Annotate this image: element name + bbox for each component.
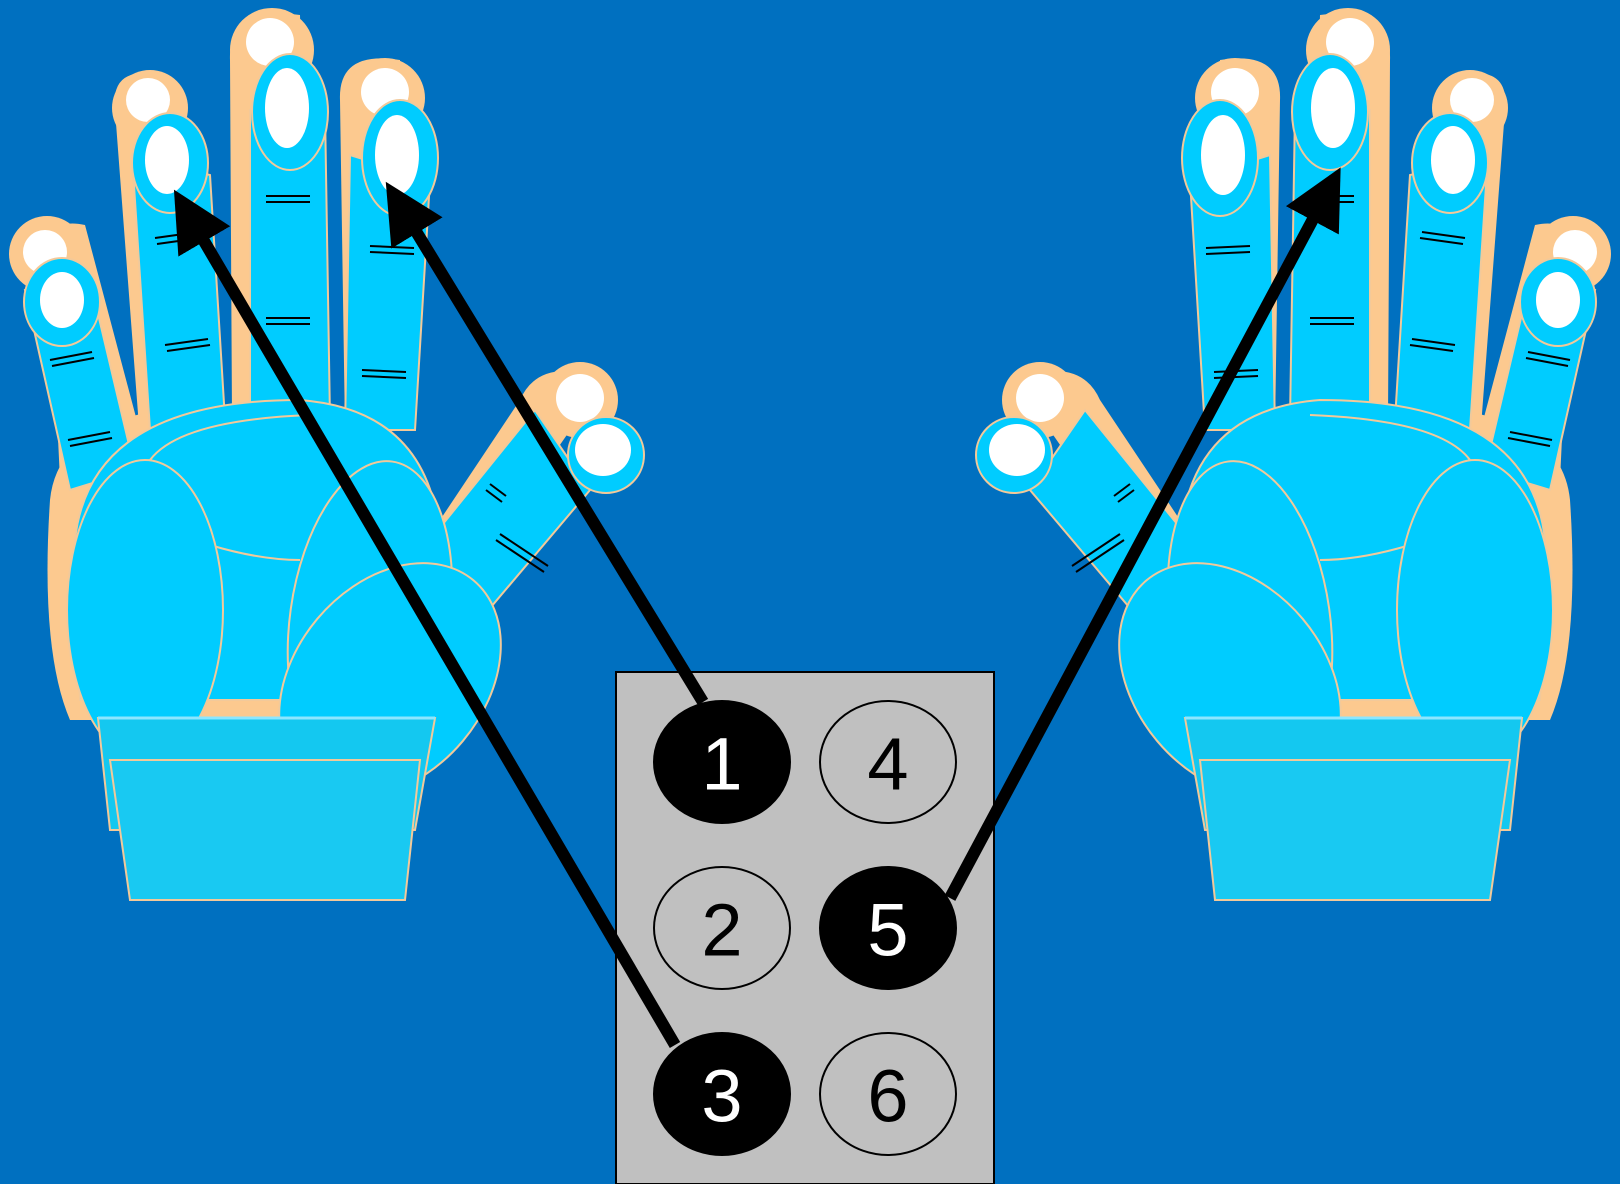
braille-dot-5: 5 bbox=[819, 866, 957, 990]
flat-dot-icon bbox=[819, 700, 957, 824]
raised-dot-icon bbox=[653, 700, 791, 824]
flat-dot-icon bbox=[653, 866, 791, 990]
braille-dot-4: 4 bbox=[819, 700, 957, 824]
braille-dot-3: 3 bbox=[653, 1032, 791, 1156]
braille-dot-2: 2 bbox=[653, 866, 791, 990]
flat-dot-icon bbox=[819, 1032, 957, 1156]
braille-cell-icon: 1 2 3 4 5 6 bbox=[615, 671, 995, 1184]
arrow-dot-1-to-left-middle-finger bbox=[385, 181, 709, 706]
braille-dot-label: 3 bbox=[701, 1055, 742, 1138]
braille-dot-1: 1 bbox=[653, 700, 791, 824]
braille-dot-label: 2 bbox=[701, 889, 742, 972]
braille-dot-label: 6 bbox=[867, 1055, 908, 1138]
arrow-dot-5-to-right-middle-finger bbox=[944, 167, 1341, 901]
braille-dot-label: 4 bbox=[867, 723, 908, 806]
braille-dot-6: 6 bbox=[819, 1032, 957, 1156]
braille-dot-label: 5 bbox=[867, 889, 908, 972]
raised-dot-icon bbox=[819, 866, 957, 990]
braille-dot-label: 1 bbox=[701, 723, 742, 806]
arrow-dot-3-to-left-ring-finger bbox=[173, 189, 681, 1049]
raised-dot-icon bbox=[653, 1032, 791, 1156]
right-hand-icon bbox=[974, 6, 1613, 902]
arrow-icon bbox=[173, 167, 1341, 1049]
